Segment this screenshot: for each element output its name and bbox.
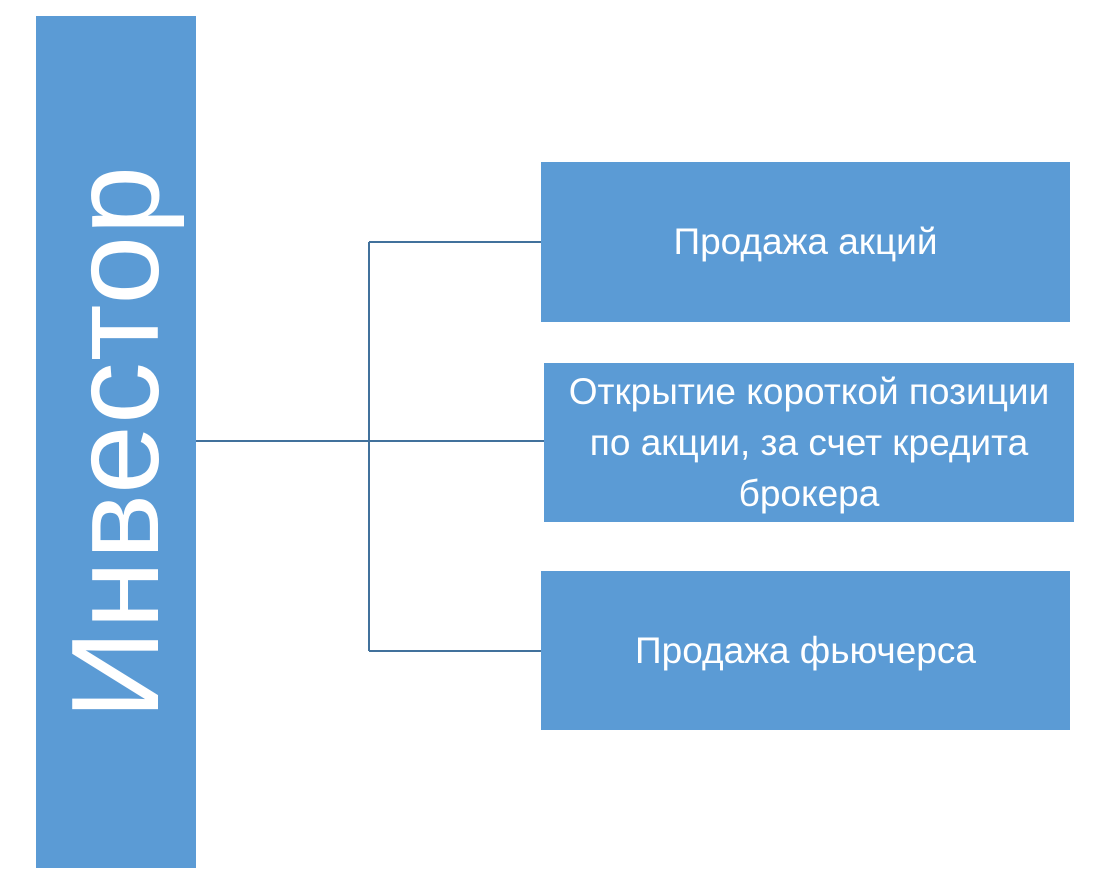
root-node-label: Инвестор bbox=[47, 164, 185, 720]
child-node-sell-shares: Продажа акций bbox=[541, 162, 1070, 322]
child-node-short-position: Открытие короткой позиции по акции, за с… bbox=[544, 363, 1074, 522]
root-node-investor: Инвестор bbox=[36, 16, 196, 868]
child-node-sell-futures: Продажа фьючерса bbox=[541, 571, 1070, 730]
child-node-label: Открытие короткой позиции по акции, за с… bbox=[568, 370, 1050, 515]
child-node-label: Продажа фьючерса bbox=[635, 629, 976, 671]
child-node-label: Продажа акций bbox=[673, 221, 938, 263]
